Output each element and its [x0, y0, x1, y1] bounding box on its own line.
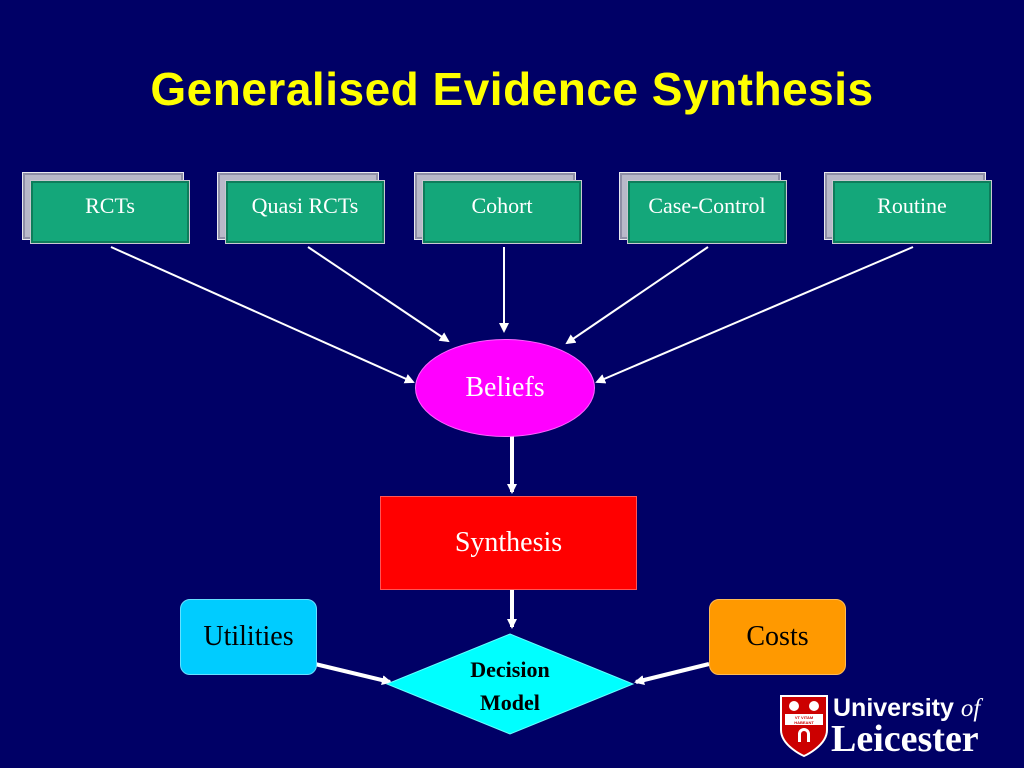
arrow-costs-decision	[634, 662, 710, 685]
source-label: Quasi RCTs	[225, 180, 385, 244]
logo-of: of	[960, 695, 981, 722]
source-label: Cohort	[422, 180, 582, 244]
source-routine: Routine	[824, 172, 994, 246]
logo-leicester: Leicester	[831, 718, 979, 760]
logo-word-university: University of	[833, 694, 980, 723]
arrow-casecontrol-beliefs	[565, 246, 709, 345]
decision-line1: Decision	[470, 657, 550, 682]
shield-icon	[780, 695, 828, 758]
arrow-rcts-beliefs	[110, 246, 415, 384]
source-label: Routine	[832, 180, 992, 244]
arrow-routine-beliefs	[595, 246, 914, 384]
source-rcts: RCTs	[22, 172, 192, 246]
logo-university: University	[833, 694, 954, 722]
source-label: Case-Control	[627, 180, 787, 244]
arrow-quasi-beliefs	[307, 246, 450, 343]
source-label: RCTs	[30, 180, 190, 244]
university-logo: VT VITAM HABEANT University of Leicester	[779, 694, 1024, 760]
decision-line2: Model	[480, 690, 540, 715]
utilities-node: Utilities	[180, 599, 317, 675]
costs-node: Costs	[709, 599, 846, 675]
slide-title: Generalised Evidence Synthesis	[150, 63, 874, 115]
beliefs-node: Beliefs	[415, 339, 595, 437]
source-quasi-rcts: Quasi RCTs	[217, 172, 387, 246]
synthesis-node: Synthesis	[380, 496, 637, 590]
decision-model-label: Decision Model	[440, 653, 580, 719]
logo-motto: VT VITAM HABEANT	[794, 715, 814, 725]
arrow-utilities-decision	[314, 662, 392, 685]
decision-model-diamond	[385, 633, 635, 735]
source-case-control: Case-Control	[619, 172, 789, 246]
source-cohort: Cohort	[414, 172, 584, 246]
